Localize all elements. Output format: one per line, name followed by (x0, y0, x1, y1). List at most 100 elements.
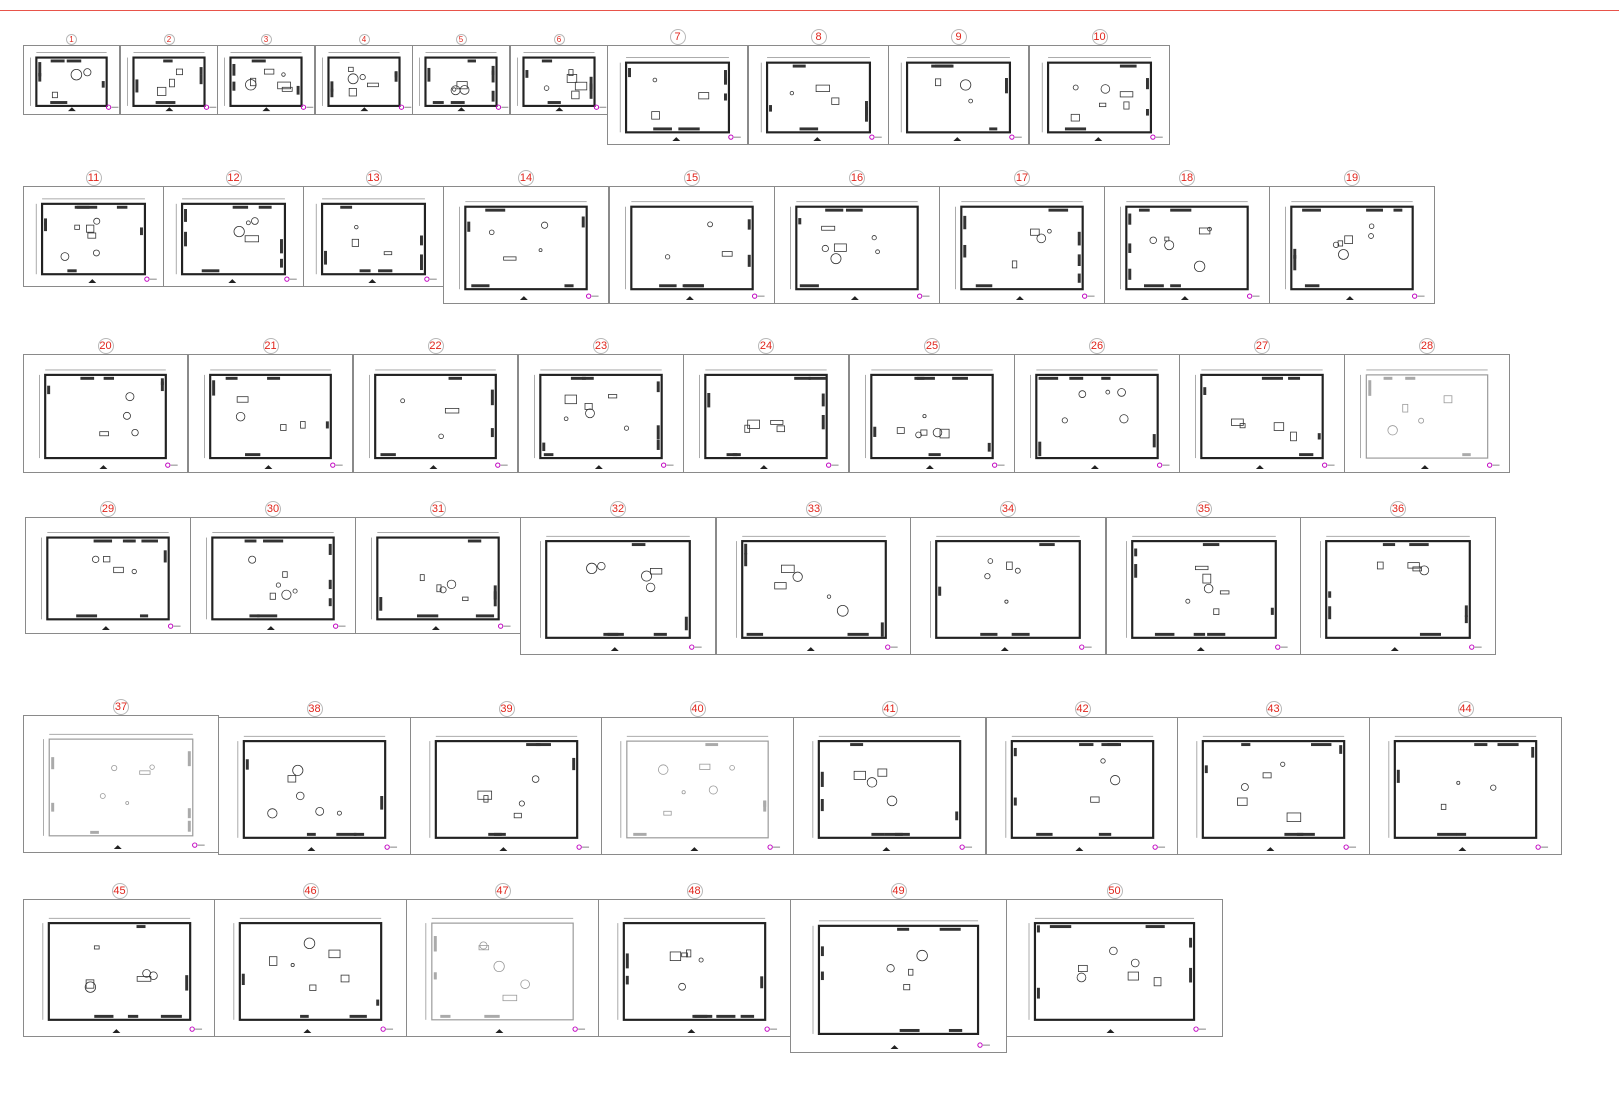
plan-panel[interactable] (412, 45, 510, 115)
plan-panel[interactable] (1369, 717, 1562, 855)
plan-panel[interactable] (1300, 517, 1496, 655)
plan-panel[interactable] (217, 45, 315, 115)
display-stand (1110, 775, 1121, 786)
display-stand (1109, 946, 1118, 956)
entry-arrow-icon (228, 279, 237, 284)
wall-shelf (653, 127, 672, 131)
plan-number-badge: 3 (260, 34, 272, 45)
wall-shelf (328, 598, 332, 607)
wall-shelf (330, 81, 334, 92)
plan-panel[interactable] (1344, 354, 1510, 473)
plan-panel[interactable] (1269, 186, 1435, 304)
plan-panel[interactable] (598, 899, 791, 1037)
plan-panel[interactable] (410, 717, 603, 855)
plan-panel[interactable] (1104, 186, 1270, 304)
wall-shelf (1288, 376, 1301, 380)
plan-panel[interactable] (23, 715, 219, 853)
plan-panel[interactable] (748, 45, 889, 145)
entry-arrow-icon (594, 465, 603, 470)
plan-panel[interactable] (1177, 717, 1370, 855)
wall-shelf (163, 550, 167, 563)
plan-number-badge: 15 (684, 170, 700, 186)
plan-panel[interactable] (406, 899, 599, 1037)
outer-wall (431, 922, 574, 1021)
display-table (280, 424, 287, 431)
wall-shelf (50, 59, 65, 63)
plan-panel[interactable] (520, 517, 716, 655)
plan-panel[interactable] (888, 45, 1029, 145)
plan-panel[interactable] (601, 717, 794, 855)
wall-shelf (1189, 967, 1193, 983)
display-stand (1332, 241, 1340, 248)
plan-panel[interactable] (315, 45, 413, 115)
plan-panel[interactable] (1014, 354, 1180, 473)
plan-panel[interactable] (1106, 517, 1302, 655)
plan-panel[interactable] (303, 186, 444, 287)
wall-shelf (1146, 78, 1149, 90)
plan-panel[interactable] (986, 717, 1179, 855)
plan-panel[interactable] (214, 899, 407, 1037)
plan-panel[interactable] (1006, 899, 1223, 1037)
display-table (564, 394, 577, 405)
plan-panel[interactable] (163, 186, 304, 287)
wall-shelf (963, 244, 967, 258)
outer-wall (741, 540, 887, 639)
plan-panel[interactable] (849, 354, 1015, 473)
floor-plan-drawing (625, 201, 765, 301)
plan-number-badge: 14 (518, 170, 534, 186)
plan-panel[interactable] (774, 186, 940, 304)
plan-number-badge: 9 (950, 29, 967, 45)
wall-shelf (1128, 243, 1132, 253)
plan-panel[interactable] (793, 717, 986, 855)
plan-panel[interactable] (939, 186, 1105, 304)
plan-panel[interactable] (1029, 45, 1170, 145)
plan-panel[interactable] (607, 45, 748, 145)
wall-shelf (938, 586, 942, 596)
display-stand (623, 425, 630, 431)
plan-panel[interactable] (23, 186, 164, 287)
floor-plan-drawing (204, 369, 343, 470)
display-stand (1240, 783, 1249, 791)
wall-shelf (160, 378, 164, 386)
plan-panel[interactable] (188, 354, 353, 473)
plan-panel[interactable] (355, 517, 521, 634)
plan-panel[interactable] (790, 899, 1007, 1053)
plan-panel[interactable] (510, 45, 608, 115)
plan-panel[interactable] (910, 517, 1106, 655)
floor-plan-drawing (1030, 369, 1170, 470)
display-stand (93, 217, 101, 225)
plan-panel[interactable] (353, 354, 518, 473)
plan-number-badge: 21 (262, 338, 279, 354)
plan-panel[interactable] (716, 517, 912, 655)
wall-shelf (916, 376, 935, 380)
display-table (776, 425, 785, 433)
display-table (896, 427, 905, 434)
wall-shelf (440, 1014, 451, 1018)
wall-shelf (420, 254, 423, 271)
plan-panel[interactable] (23, 45, 120, 115)
plan-panel[interactable] (218, 717, 411, 855)
wall-shelf (38, 72, 42, 82)
wall-shelf (975, 284, 993, 288)
plan-panel[interactable] (23, 354, 188, 473)
plan-panel[interactable] (190, 517, 356, 634)
plan-panel[interactable] (23, 899, 216, 1037)
wall-shelf (1456, 832, 1467, 836)
display-stand (488, 229, 495, 236)
display-table (328, 949, 341, 959)
display-stand (830, 253, 842, 265)
display-stand (149, 764, 155, 770)
plan-panel[interactable] (25, 517, 191, 634)
plan-panel[interactable] (683, 354, 849, 473)
wall-shelf (199, 67, 203, 75)
plan-panel[interactable] (609, 186, 775, 304)
display-table (903, 984, 911, 991)
plan-panel[interactable] (443, 186, 609, 304)
plan-panel[interactable] (120, 45, 218, 115)
wall-shelf (542, 442, 546, 452)
outer-wall (905, 61, 1012, 134)
plan-panel[interactable] (1179, 354, 1345, 473)
wall-shelf (1366, 208, 1383, 212)
outer-wall (44, 373, 167, 460)
plan-panel[interactable] (518, 354, 684, 473)
